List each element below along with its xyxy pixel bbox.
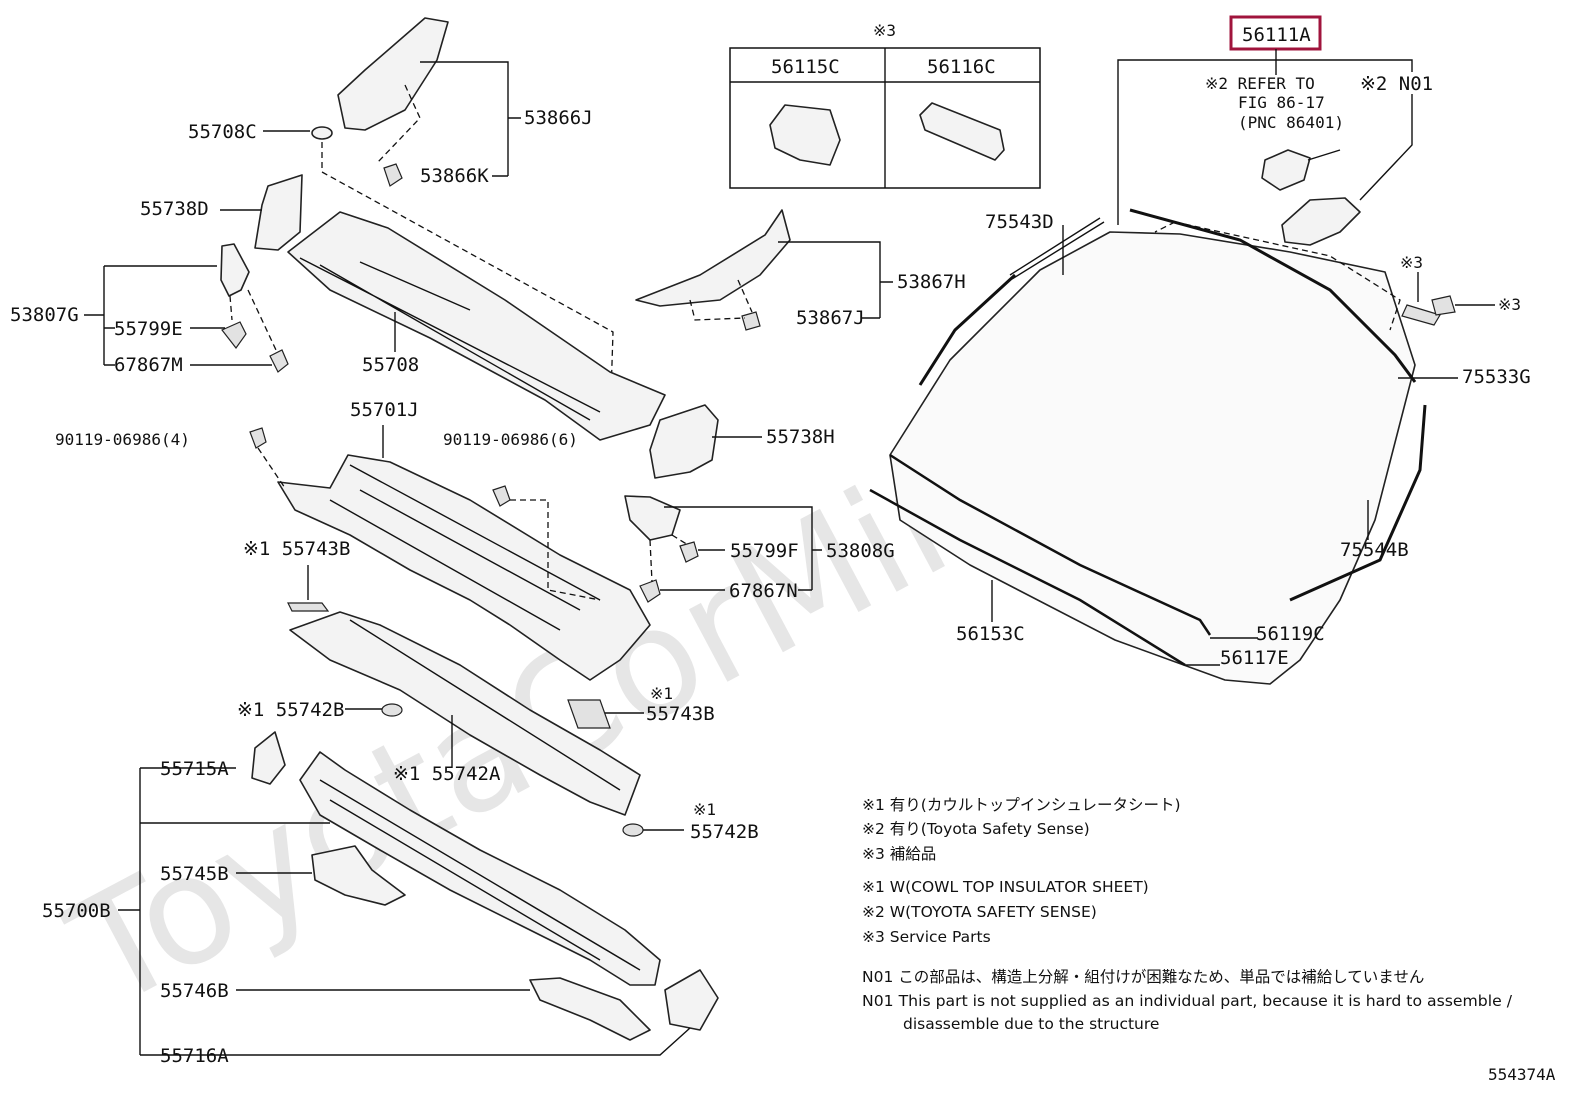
label-55746B[interactable]: 55746B [160, 980, 229, 1002]
label-55716A[interactable]: 55716A [160, 1045, 229, 1067]
molding-75533G [1129, 208, 1417, 383]
label-55742A[interactable]: ※1 55742A [393, 763, 501, 785]
label-53808G[interactable]: 53808G [826, 540, 895, 562]
note-1-jp: ※1 有り(カウルトップインシュレータシート) [862, 796, 1181, 814]
clip-53867J-part [741, 311, 761, 331]
label-53866J[interactable]: 53866J [524, 107, 593, 129]
bracket-55746B-part [529, 977, 651, 1041]
note-n01-en-1: N01 This part is not supplied as an indi… [862, 992, 1513, 1010]
label-55799E[interactable]: 55799E [114, 318, 183, 340]
grommet-55708C-part [311, 126, 333, 140]
insulator-55742A-part [289, 611, 641, 816]
label-55743B-b[interactable]: 55743B [646, 703, 715, 725]
cowl-assy-55700B-part [299, 751, 661, 986]
note-2-en: ※2 W(TOYOTA SAFETY SENSE) [862, 903, 1097, 921]
molding-56117E [869, 488, 1186, 667]
label-90119-06986-4[interactable]: 90119-06986(4) [55, 430, 190, 449]
cowl-side-53867H-part [635, 209, 791, 307]
label-N01[interactable]: ※2 N01 [1360, 73, 1433, 95]
bracket-55738H-part [649, 404, 719, 479]
bracket-N01-part [1281, 197, 1361, 246]
bracket-55715A-part [251, 731, 286, 785]
table-col1-label: 56115C [771, 56, 840, 78]
molding-75544B [1289, 404, 1427, 602]
label-53807G[interactable]: 53807G [10, 304, 79, 326]
label-53867H[interactable]: 53867H [897, 271, 966, 293]
highlight-56111A-label[interactable]: 56111A [1242, 24, 1311, 46]
label-55700B[interactable]: 55700B [42, 900, 111, 922]
mark3-b: ※3 [1498, 295, 1521, 314]
note-3-jp: ※3 補給品 [862, 845, 936, 863]
hinge-53807G-part [220, 243, 250, 297]
label-55742B-b[interactable]: 55742B [690, 821, 759, 843]
clip-67867N-part [639, 579, 661, 603]
cowl-side-top-part [337, 17, 449, 131]
labels-right: 75543D ※2 REFER TO FIG 86-17 (PNC 86401)… [956, 73, 1531, 669]
label-55708C[interactable]: 55708C [188, 121, 257, 143]
cowl-louver-55708-part [287, 211, 666, 441]
molding-75543D [918, 273, 1017, 386]
label-55701J[interactable]: 55701J [350, 399, 419, 421]
label-55738H[interactable]: 55738H [766, 426, 835, 448]
hinge-53808G-part [624, 495, 681, 541]
label-67867N[interactable]: 67867N [729, 580, 798, 602]
label-55715A[interactable]: 55715A [160, 758, 229, 780]
molding-56119C [889, 453, 1212, 636]
cowl-panel-55701J-part [277, 454, 651, 681]
note-n01-en-2: disassemble due to the structure [903, 1015, 1159, 1033]
sheet-55743B-a-part [287, 602, 330, 612]
clip-67867M-part [269, 349, 289, 373]
bracket-55745B-part [311, 845, 406, 906]
label-55743B-b-mark: ※1 [650, 684, 673, 703]
diagram-id: 554374A [1488, 1065, 1556, 1084]
label-55738D[interactable]: 55738D [140, 198, 209, 220]
label-55799F[interactable]: 55799F [730, 540, 799, 562]
label-75544B[interactable]: 75544B [1340, 539, 1409, 561]
note-n01-jp: N01 この部品は、構造上分解・組付けが困難なため、単品では補給していません [862, 968, 1424, 986]
label-53867J[interactable]: 53867J [796, 307, 865, 329]
table-col2-label: 56116C [927, 56, 996, 78]
label-67867M[interactable]: 67867M [114, 354, 183, 376]
label-90119-06986-6[interactable]: 90119-06986(6) [443, 430, 578, 449]
label-75543D[interactable]: 75543D [985, 211, 1054, 233]
label-55742B-a[interactable]: ※1 55742B [237, 699, 344, 721]
bracket-56116C-part [919, 102, 1005, 161]
bolt-90119-6-part [492, 485, 511, 507]
label-56153C[interactable]: 56153C [956, 623, 1025, 645]
clip-55799F-part [679, 541, 699, 563]
clip-53866K-part [383, 163, 403, 187]
bracket-56115C-part [769, 104, 841, 166]
sheet-55743B-b-part [567, 699, 611, 729]
clip-mark3-a-part [1401, 304, 1441, 326]
note-1-en: ※1 W(COWL TOP INSULATOR SHEET) [862, 878, 1149, 896]
refer-line2: FIG 86-17 [1238, 93, 1325, 112]
table-mark: ※3 [873, 21, 896, 40]
label-56117E[interactable]: 56117E [1220, 647, 1289, 669]
labels-left: 53866J 55708C 53866K 55738D 53807G 55799… [10, 107, 966, 1067]
note-3-en: ※3 Service Parts [862, 928, 991, 946]
sensor-bracket-86401-part [1261, 149, 1311, 191]
legend-notes: ※1 有り(カウルトップインシュレータシート) ※2 有り(Toyota Saf… [862, 796, 1513, 1033]
refer-line1: ※2 REFER TO [1205, 74, 1315, 93]
label-55745B[interactable]: 55745B [160, 863, 229, 885]
clip-mark3-b-part [1431, 295, 1456, 316]
label-53866K[interactable]: 53866K [420, 165, 489, 187]
label-55708[interactable]: 55708 [362, 354, 419, 376]
label-55743B-a[interactable]: ※1 55743B [243, 538, 350, 560]
label-75533G[interactable]: 75533G [1462, 366, 1531, 388]
note-2-jp: ※2 有り(Toyota Safety Sense) [862, 820, 1090, 838]
refer-line3: (PNC 86401) [1238, 113, 1344, 132]
clip-55799E-part [221, 321, 247, 350]
bracket-55738D-part [254, 174, 303, 251]
label-55742B-b-mark: ※1 [693, 800, 716, 819]
grommet-55742B-a-part [381, 703, 403, 717]
windshield-glass-56111A[interactable] [889, 231, 1416, 685]
bolt-90119-4-part [249, 427, 267, 449]
grommet-55742B-b-part [622, 823, 644, 837]
label-56119C[interactable]: 56119C [1256, 623, 1325, 645]
bracket-55716A-part [664, 969, 719, 1031]
mark3-a: ※3 [1400, 253, 1423, 272]
